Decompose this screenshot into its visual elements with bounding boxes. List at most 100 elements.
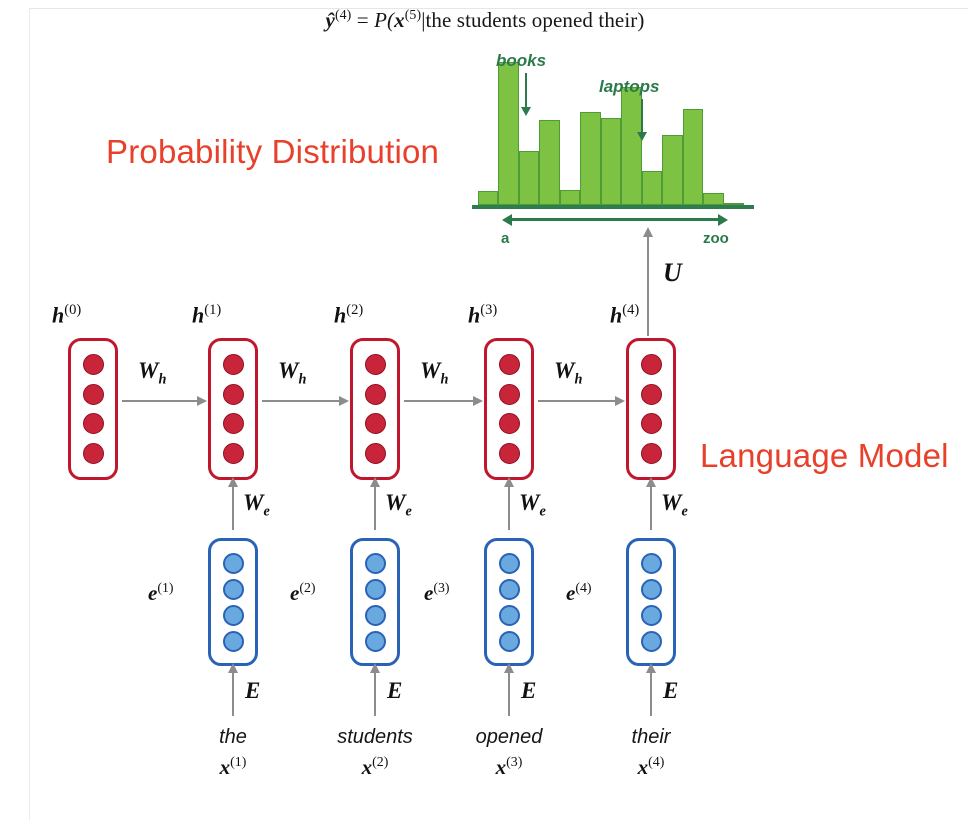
formula-condition: the students opened their) [425,8,645,32]
hidden-state-label-4-sup: (4) [622,302,640,318]
chart-baseline [472,205,754,209]
chart-bar [498,62,519,205]
embedding-projection-arrow-0 [227,477,238,530]
input-lookup-arrow-3 [645,663,656,716]
embedding-box-0 [208,538,258,666]
formula-yhat-sup: (4) [334,7,352,22]
hidden-node [222,354,244,376]
language-model-heading: Language Model [700,437,949,474]
embedding-weight-label-0-base: W [243,490,264,515]
output-probability-formula: ŷ(4) = P(x(5)|the students opened their) [0,7,970,33]
embedding-weight-label-0: We [243,490,270,521]
input-token-label-1: x(2) [305,754,445,780]
hidden-state-box-2 [350,338,400,480]
hidden-node [640,383,662,405]
hidden-state-label-2: h(2) [334,302,363,328]
output-weight-label: U [663,258,682,287]
hidden-node [82,383,104,405]
embedding-box-3 [626,538,676,666]
recurrent-weight-label-1-base: W [278,358,299,383]
hidden-state-label-1-base: h [192,302,205,328]
chart-bar [478,191,499,205]
hidden-node [640,442,662,464]
embedding-label-1-base: e [290,581,300,605]
embedding-weight-label-2-base: W [519,490,540,515]
hidden-state-box-4 [626,338,676,480]
embedding-node [222,578,244,600]
annotation-books-arrow [521,73,531,116]
chart-bar [662,135,683,205]
axis-label-end: zoo [703,230,729,247]
embedding-label-1: e(2) [290,580,316,606]
hidden-state-label-2-base: h [334,302,347,328]
chart-bar [518,150,540,205]
probability-distribution-heading: Probability Distribution [106,133,440,170]
recurrent-arrow-0 [122,394,207,407]
hidden-state-label-0: h(0) [52,302,81,328]
recurrent-weight-label-1-sub: h [298,371,307,388]
annotation-laptops-label: laptops [599,77,660,96]
hidden-node [364,383,386,405]
hidden-node [498,383,520,405]
input-token-label-1-base: x [361,755,373,779]
chart-bar [600,118,622,205]
probability-distribution-chart: books laptops a zoo [468,50,758,250]
embedding-node [222,604,244,626]
embedding-weight-label-2-sub: e [539,503,546,520]
hidden-state-label-1: h(1) [192,302,221,328]
embedding-label-0-sup: (1) [157,580,174,595]
formula-x-sup: (5) [404,7,422,22]
embedding-label-2-base: e [424,581,434,605]
hidden-node [222,383,244,405]
input-token-label-2: x(3) [439,754,579,780]
embedding-node [498,578,520,600]
input-matrix-label-1: E [387,678,403,703]
input-matrix-label-0: E [245,678,261,703]
embedding-node [364,630,386,652]
chart-bar [723,203,744,205]
annotation-books-label: books [496,51,547,70]
embedding-node [640,552,662,574]
embedding-node [640,578,662,600]
hidden-node [364,354,386,376]
embedding-node [364,604,386,626]
hidden-node [364,442,386,464]
chart-bars [478,50,744,205]
input-word-3: their [631,726,671,748]
recurrent-arrow-1 [262,394,349,407]
recurrent-weight-label-0-base: W [138,358,159,383]
hidden-state-label-4: h(4) [610,302,639,328]
hidden-node [364,413,386,435]
embedding-weight-label-1-sub: e [405,503,412,520]
output-projection-arrow [641,227,654,336]
input-token-label-0-sup: (1) [230,754,247,769]
embedding-node [222,552,244,574]
axis-arrow-head-left [502,213,512,226]
embedding-label-3: e(4) [566,580,592,606]
recurrent-weight-label-1: Wh [278,358,306,389]
embedding-weight-label-1-base: W [385,490,406,515]
embedding-projection-arrow-1 [369,477,380,530]
embedding-box-2 [484,538,534,666]
formula-p: P( [374,8,395,32]
embedding-node [498,604,520,626]
embedding-weight-label-3-sub: e [681,503,688,520]
hidden-node [640,354,662,376]
embedding-projection-arrow-3 [645,477,656,530]
hidden-node [640,413,662,435]
chart-bar [703,192,724,205]
embedding-label-2: e(3) [424,580,450,606]
embedding-label-3-sup: (4) [575,580,592,595]
formula-yhat: ŷ [325,8,335,32]
input-token-label-3-sup: (4) [648,754,665,769]
embedding-weight-label-1: We [385,490,412,521]
embedding-node [640,630,662,652]
input-token-label-1-sup: (2) [372,754,389,769]
chart-bar [621,87,642,205]
input-matrix-label-3: E [663,678,679,703]
recurrent-weight-label-0: Wh [138,358,166,389]
embedding-label-1-sup: (2) [299,580,316,595]
axis-label-start: a [501,230,510,247]
input-token-label-2-base: x [495,755,507,779]
